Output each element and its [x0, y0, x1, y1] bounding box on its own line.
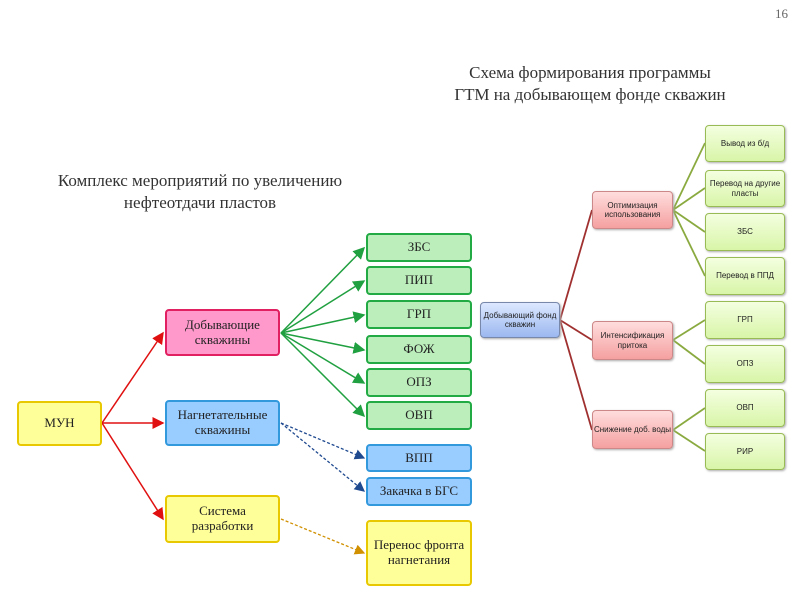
node-zbs: ЗБС	[366, 233, 472, 262]
node-ovp-right: ОВП	[705, 389, 785, 427]
node-ppd-transfer: Перевод в ППД	[705, 257, 785, 295]
title-line: Комплекс мероприятий по увеличению	[57, 171, 343, 190]
node-grp: ГРП	[366, 300, 472, 329]
node-intensification: Интенсификация притока	[592, 321, 673, 360]
node-vpp: ВПП	[366, 444, 472, 472]
node-bgs-injection: Закачка в БГС	[366, 477, 472, 506]
node-front-transfer: Перенос фронта нагнетания	[366, 520, 472, 586]
node-injection-wells: Нагнетательные скважины	[165, 400, 280, 446]
title-line: нефтеотдачи пластов	[123, 193, 277, 213]
node-opz-right: ОПЗ	[705, 345, 785, 383]
node-optimization: Оптимизация использования	[592, 191, 673, 229]
node-zbs-right: ЗБС	[705, 213, 785, 251]
node-producing-fund: Добывающий фонд скважин	[480, 302, 560, 338]
node-rir: РИР	[705, 433, 785, 470]
node-water-reduction: Снижение доб. воды	[592, 410, 673, 449]
node-grp-right: ГРП	[705, 301, 785, 339]
node-other-layers: Перевод на другие пласты	[705, 170, 785, 207]
node-opz: ОПЗ	[366, 368, 472, 397]
title-line: Схема формирования программы	[469, 63, 711, 82]
node-mun: МУН	[17, 401, 102, 446]
node-fozh: ФОЖ	[366, 335, 472, 364]
node-producing-wells: Добывающие скважины	[165, 309, 280, 356]
title-line: ГТМ на добывающем фонде скважин	[454, 85, 726, 105]
node-out-of-idle: Вывод из б/д	[705, 125, 785, 162]
node-ovp: ОВП	[366, 401, 472, 430]
node-development-system: Система разработки	[165, 495, 280, 543]
page-number: 16	[775, 6, 788, 21]
node-pip: ПИП	[366, 266, 472, 295]
title-left: Комплекс мероприятий по увеличению нефтео…	[5, 170, 395, 214]
